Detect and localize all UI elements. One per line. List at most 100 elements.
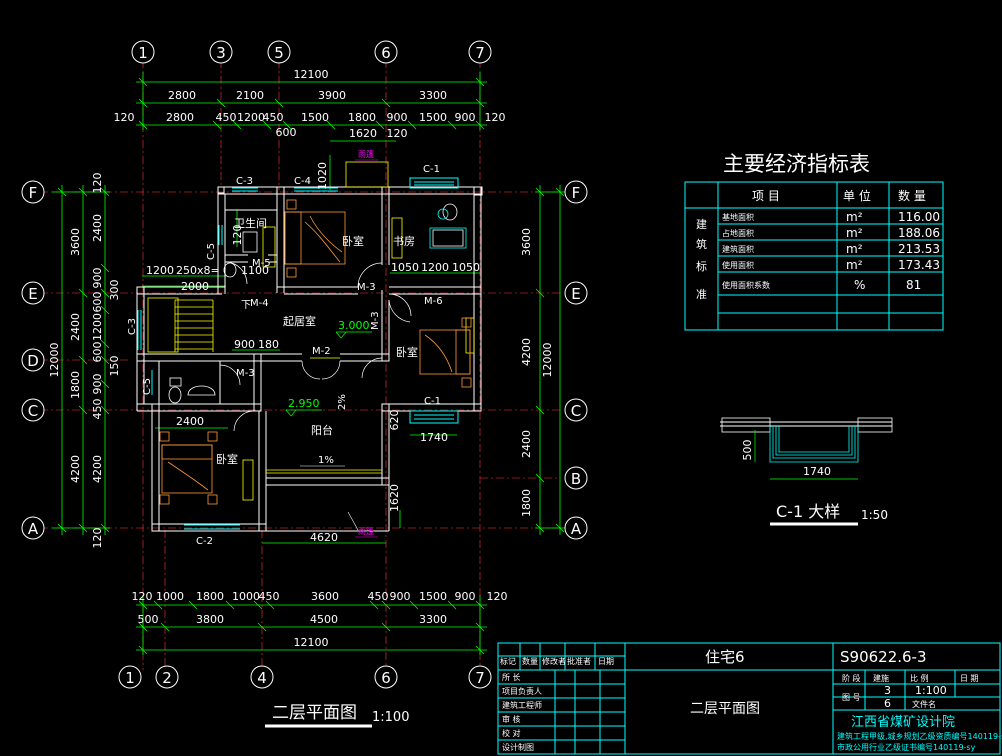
dimension-lines — [52, 72, 565, 655]
dim-bot-r1-0: 120 — [132, 590, 153, 603]
tag-c5-lower: C-5 — [142, 378, 153, 395]
axis-left-F: F — [29, 184, 38, 202]
axis-top-1: 1 — [138, 44, 148, 62]
tag-c3-left: C-3 — [127, 318, 138, 335]
axis-bottom-6: 6 — [381, 669, 391, 687]
detail-dim-w: 1740 — [803, 465, 831, 478]
dim-top-r2-9: 900 — [455, 111, 476, 124]
axis-left-A: A — [28, 520, 39, 538]
tag-m4: M-4 — [250, 298, 269, 309]
room-labels: 卫生间 卧室 书房 起居室 卧室 卧室 阳台 — [216, 216, 418, 466]
econ-header-item: 项 目 — [752, 189, 780, 203]
dim-top-r2-2: 450 — [216, 111, 237, 124]
tb-doc-label: 文件名 — [912, 699, 936, 709]
tb-hdr-0: 标记 — [500, 656, 516, 666]
econ-side-2: 标 — [696, 259, 707, 273]
axis-bottom-4: 4 — [257, 669, 267, 687]
dim-in-2: 2000 — [181, 280, 209, 293]
tb-no-val1: 3 — [884, 684, 891, 697]
econ-side-0: 建 — [696, 217, 707, 231]
dim-bot-r1-9: 900 — [455, 590, 476, 603]
tag-c3-top: C-3 — [236, 176, 253, 187]
dim-top-r1-1: 2100 — [236, 89, 264, 102]
tb-scale: 1:100 — [915, 684, 947, 697]
dim-in-1: 250x8= — [176, 264, 220, 277]
tag-c5-upper: C-5 — [206, 243, 217, 260]
title-block: 标记 数量 修改者 批准者 日期 所 长 项目负责人 建筑工程师 审 核 校 对… — [497, 642, 1002, 755]
axis-labels: 1 3 5 6 7 1 2 4 6 7 F E D C A F E C B A — [27, 44, 582, 687]
dim-left-i0: 120 — [91, 173, 104, 194]
dim-top-r2-5: 1500 — [301, 111, 329, 124]
tb-hdr-2: 修改者 — [542, 656, 566, 666]
dim-in-3: 1100 — [241, 264, 269, 277]
axis-top-7: 7 — [475, 44, 485, 62]
plan-title: 二层平面图 — [272, 703, 357, 723]
detail-dim-h: 500 — [741, 440, 754, 461]
room-balcony: 阳台 — [311, 423, 333, 437]
dim-top-r2-8: 1500 — [419, 111, 447, 124]
c1-detail: 500 1740 C-1 大样 1:50 — [720, 417, 893, 526]
dim-right-o1: 4200 — [520, 338, 533, 366]
dim-in-10: 1740 — [420, 431, 448, 444]
inner-dim-texts: 1200 250x8= 2000 1100 900 180 1050 1200 … — [146, 162, 480, 544]
plan-scale: 1:100 — [372, 710, 409, 725]
dim-right-total: 12000 — [541, 343, 554, 378]
doors — [219, 261, 412, 432]
tb-no-val2: 6 — [884, 697, 891, 710]
dim-left-s0: 300 — [108, 280, 121, 301]
econ-row-0-item: 基地面积 — [722, 212, 754, 222]
econ-row-3-item: 使用面积 — [722, 260, 754, 270]
study-desk — [429, 208, 467, 249]
tb-project: 住宅6 — [705, 648, 745, 666]
dim-in-12: 1620 — [388, 484, 401, 512]
econ-row-4-qty: 81 — [906, 278, 921, 292]
room-study: 书房 — [393, 235, 415, 248]
windows — [137, 177, 459, 530]
component-tags: C-3 C-4 C-1 C-5 M-5 M-4 M-3 M-3 M-6 C-3 … — [127, 164, 443, 547]
econ-row-2-qty: 213.53 — [898, 242, 940, 256]
dim-left-o0: 3600 — [69, 228, 82, 256]
econ-side-3: 准 — [696, 288, 707, 301]
tag-c1-top: C-1 — [423, 164, 440, 175]
tb-cert-1: 建筑工程甲级,城乡规划乙级资质编号140119-sJ — [837, 731, 1002, 741]
axis-left-D: D — [27, 352, 39, 370]
tb-stage-label: 阶 段 — [842, 673, 861, 683]
dim-top-r2-1: 2800 — [166, 111, 194, 124]
dim-bot-r1-6: 450 — [368, 590, 389, 603]
dim-bot-r1-3: 1000 — [232, 590, 260, 603]
axis-bubbles — [21, 40, 588, 689]
slope-1pct: 1% — [318, 455, 334, 466]
elevation-balcony: 2.950 — [288, 397, 320, 410]
detail-scale: 1:50 — [861, 508, 888, 522]
econ-header-qty: 数 量 — [898, 188, 926, 203]
dim-top-r2-0: 120 — [114, 111, 135, 124]
dim-left-i5: 600 — [91, 342, 104, 363]
tb-date-label: 日 期 — [960, 674, 979, 683]
dim-top-r2-10: 120 — [485, 111, 506, 124]
dim-right-o3: 1800 — [520, 489, 533, 517]
tb-no-label: 图 号 — [842, 693, 861, 702]
tb-drawing-no: S90622.6-3 — [840, 648, 927, 666]
room-bedroom-2: 卧室 — [396, 345, 418, 359]
dim-right-o0: 3600 — [520, 228, 533, 256]
tag-m3-c: M-3 — [236, 368, 255, 379]
econ-row-0-qty: 116.00 — [898, 210, 940, 224]
tag-m3-b: M-3 — [370, 311, 381, 330]
econ-row-3-qty: 173.43 — [898, 258, 940, 272]
dim-in-9: 2400 — [176, 415, 204, 428]
dim-in-11: 620 — [388, 410, 401, 431]
dim-bot-r1-1: 1000 — [156, 590, 184, 603]
dim-right-o2: 2400 — [520, 430, 533, 458]
canopy-label-bottom: 雨篷 — [358, 526, 374, 536]
econ-row-2-item: 建筑面积 — [722, 244, 754, 254]
tb-role-4: 校 对 — [502, 728, 521, 738]
econ-side-1: 筑 — [696, 237, 707, 251]
axis-right-C: C — [571, 402, 581, 420]
dim-left-o3: 4200 — [69, 455, 82, 483]
dim-bot-r2-2: 4500 — [310, 613, 338, 626]
dim-in-6: 1050 — [391, 261, 419, 274]
dim-top-r3-0: 600 — [276, 126, 297, 139]
tb-stage: 建施 — [873, 673, 889, 683]
dim-left-i8: 4200 — [91, 455, 104, 483]
